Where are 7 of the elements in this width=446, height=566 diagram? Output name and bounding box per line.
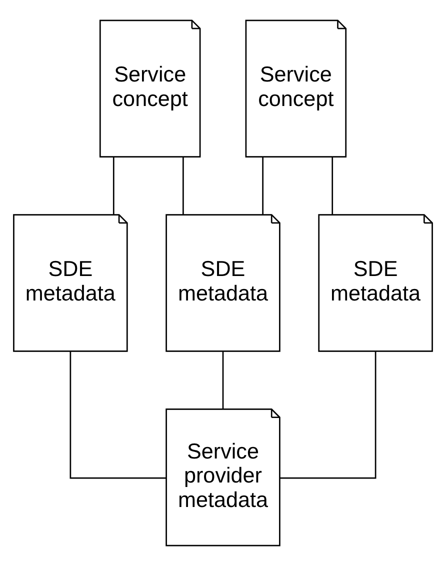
connector — [262, 157, 264, 214]
connector — [70, 351, 166, 479]
connector — [280, 351, 376, 479]
connector — [222, 352, 224, 409]
connector — [332, 157, 334, 214]
connector — [182, 157, 184, 214]
connector — [112, 157, 114, 214]
